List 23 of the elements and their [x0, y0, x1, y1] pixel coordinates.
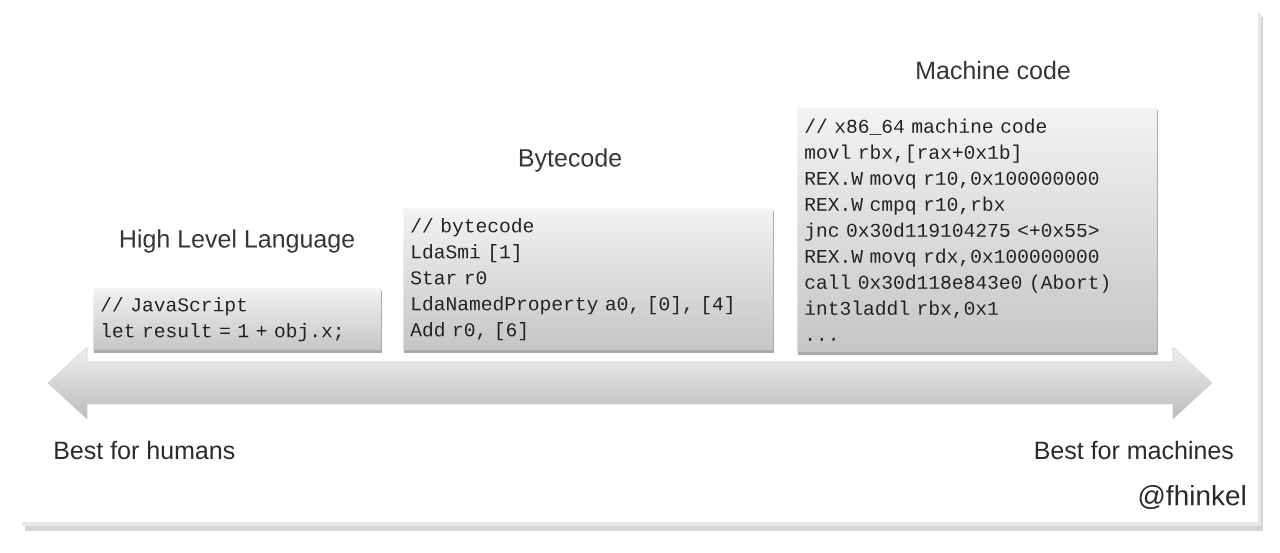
node-label: // x86_64 machine code — [805, 118, 1046, 135]
node-label: call 0x30d118e843e0 (Abort) — [805, 274, 1108, 293]
heading: High Level Language — [120, 229, 354, 253]
heading: Bytecode — [519, 148, 621, 172]
code-box: // JavaScript let result = 1 + obj.x; — [93, 288, 382, 353]
heading: Machine code — [917, 60, 1070, 80]
scale-label: Best for machines — [1035, 440, 1233, 460]
node-label: jnc 0x30d119104275 <+0x55> — [805, 222, 1099, 241]
node-label: Add r0, [6] — [410, 322, 526, 341]
node-label: LdaSmi [1] — [412, 244, 519, 263]
node-label: REX.W cmpq r10,rbx — [805, 196, 1005, 215]
node-label: Star r0 — [410, 271, 487, 285]
node-label: REX.W movq rdx,0x100000000 — [805, 248, 1099, 267]
node-label: LdaNamedProperty a0, [0], [4] — [412, 296, 732, 315]
node-label: int3laddl rbx,0x1 — [805, 300, 998, 319]
node-label: ... — [808, 337, 835, 341]
node-label: movl rbx,[rax+0x1b] — [805, 144, 1019, 163]
author-handle: @fhinkel — [1139, 484, 1245, 510]
node-label: // bytecode — [411, 218, 534, 237]
code-box: // bytecode LdaSmi [1] Star r0 LdaNamedProperty a0, [0], [4] Add r0, [6] — [403, 208, 774, 353]
node-label: REX.W movq r10,0x100000000 — [805, 171, 1099, 189]
code-box: // x86_64 machine code movl rbx,[rax+0x1b] REX.W movq r10,0x100000000 REX.W cmpq r10,rbx jnc 0x30d119104275 <+0x55> REX.W movq rdx,0x100000000 call 0x30d118e843e0 (Abort) int3laddl rbx,0x1 ... — [797, 107, 1158, 355]
scale-label: Best for humans — [55, 440, 235, 460]
